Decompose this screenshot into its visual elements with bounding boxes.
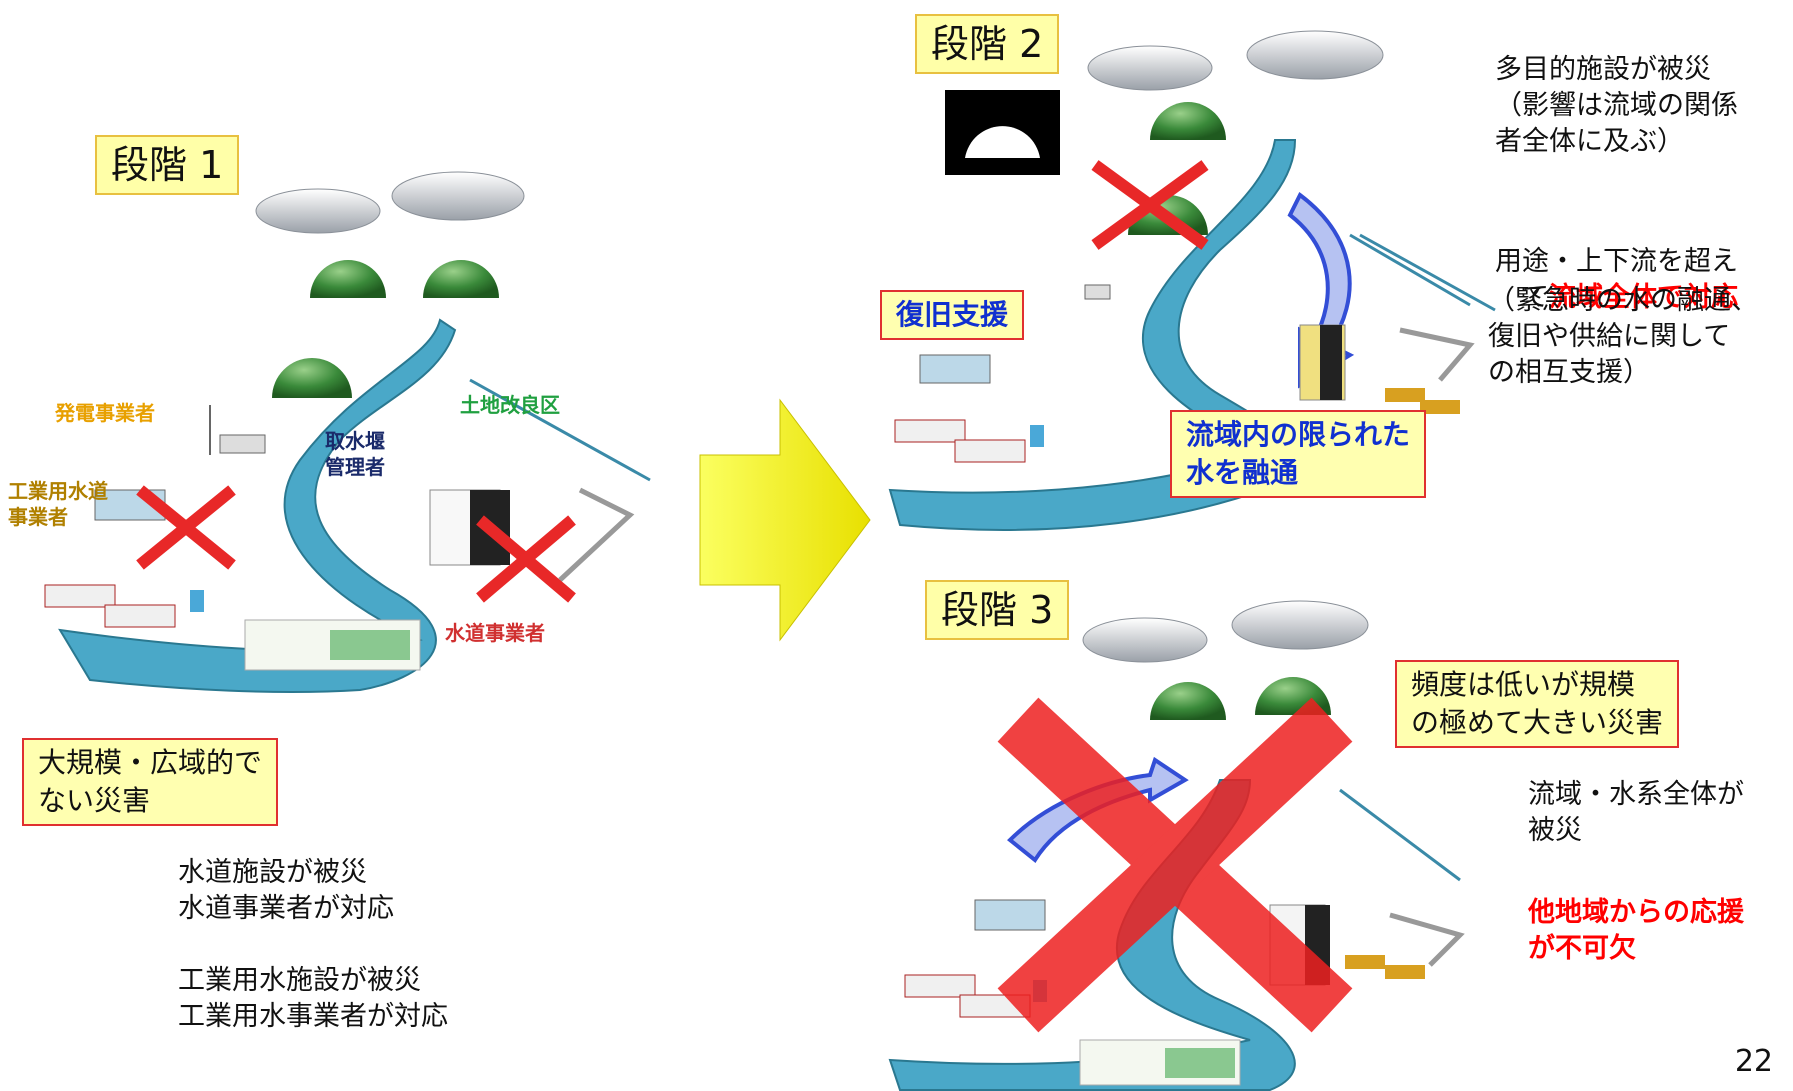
stage3-big-cross [997, 697, 1353, 1033]
stage1-label: 段階 1 [95, 135, 240, 195]
stage3-transfer-arrow [1007, 756, 1189, 863]
stage2-note1: 多目的施設が被災 （影響は流域の関係 者全体に及ぶ） [1495, 54, 1738, 157]
industrial-water-label: 工業用水道 事業者 [8, 479, 108, 529]
stage1-notes: 水道施設が被災 水道事業者が対応 工業用水施設が被災 工業用水事業者が対応 [178, 857, 448, 1032]
stage1-callout: 大規模・広域的で ない災害 [22, 738, 279, 826]
stage1-facilities [44, 378, 651, 671]
stage2-label: 段階 2 [915, 14, 1060, 74]
page-number: 22 [1734, 1044, 1773, 1079]
land-improvement-label: 土地改良区 [460, 393, 560, 417]
stage2-cross [1091, 160, 1209, 250]
stage2-flow-callout: 流域内の限られた 水を融通 [1170, 410, 1427, 498]
stage3-label: 段階 3 [925, 580, 1070, 640]
stage2-facilities [894, 233, 1475, 463]
stage2-support-callout: 復旧支援 [880, 290, 1025, 340]
power-operator-label: 発電事業者 [55, 401, 155, 425]
stage2-river [888, 139, 1306, 531]
stage2-side-line [1359, 233, 1496, 312]
stage2-note2-red: 流域全体で対応 [1549, 282, 1738, 313]
transition-arrow [699, 398, 871, 642]
stage3-clouds [1082, 600, 1369, 663]
stage3-note1: 流域・水系全体が 被災 [1528, 779, 1744, 846]
stage2-note2: 用途・上下流を超え て流域全体で対応 [1495, 208, 1738, 316]
stage1-river [58, 318, 457, 693]
stage3-callout: 頻度は低いが規模 の極めて大きい災害 [1395, 660, 1680, 748]
stage2-note2b: （緊急時の水の融通、 復旧や供給に関して の相互支援） [1488, 285, 1758, 388]
stage1-clouds [255, 171, 525, 234]
stage3-note-red: 他地域からの応援 が不可欠 [1528, 897, 1744, 964]
stage2-clouds [1087, 30, 1384, 91]
stage1-cross-left [136, 485, 236, 570]
intake-weir-label: 取水堰 管理者 [325, 429, 385, 479]
water-operator-label: 水道事業者 [445, 621, 545, 645]
stage2-note2-a: 用途・上下流を超え て [1495, 246, 1738, 313]
stage1-hills [272, 260, 499, 398]
stage1-cross-right [476, 515, 576, 603]
